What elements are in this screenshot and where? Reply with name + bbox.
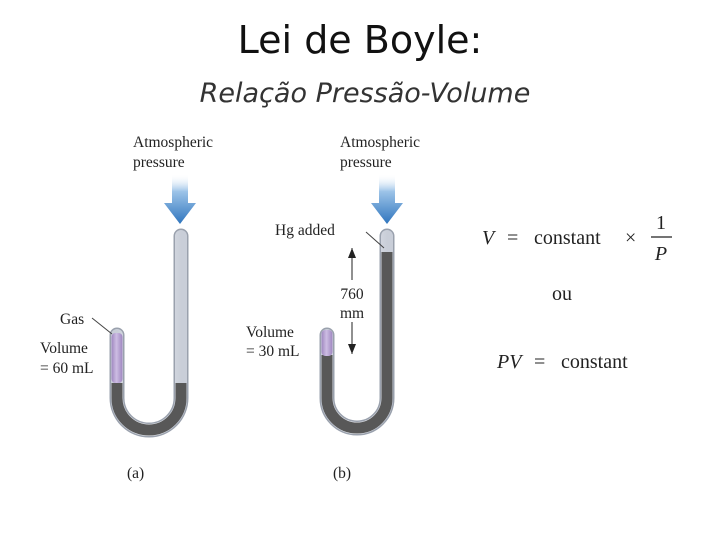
- panel-b-pressure-arrow-icon: [371, 174, 403, 224]
- panel-b-height-line2: mm: [340, 305, 364, 322]
- panel-a-atm-label-line1: Atmospheric: [133, 134, 213, 151]
- panel-a-gas-region: [111, 333, 123, 383]
- panel-b-atm-label-line2: pressure: [340, 154, 392, 171]
- eq2-lhs: PV: [496, 351, 524, 373]
- eq1-constant: constant: [534, 227, 601, 249]
- panel-b-atm-label-line1: Atmospheric: [340, 134, 420, 151]
- eq2-equals: =: [534, 351, 545, 373]
- eq1-numerator: 1: [656, 212, 666, 234]
- panel-b-mercury-column: [321, 252, 393, 434]
- panel-a-pressure-arrow-icon: [164, 174, 196, 224]
- panel-a: Atmospheric pressure Gas Volume = 60 mL …: [40, 134, 213, 482]
- panel-a-caption: (a): [127, 465, 144, 482]
- eq1-equals: =: [507, 227, 518, 249]
- panel-b-height-down-arrow-icon: [348, 344, 356, 354]
- slide-subtitle: Relação Pressão-Volume: [199, 78, 531, 109]
- equation-2: PV = constant: [496, 351, 628, 373]
- panel-b-caption: (b): [333, 465, 351, 482]
- panel-a-gas-label: Gas: [60, 311, 84, 328]
- panel-a-atm-label-line2: pressure: [133, 154, 185, 171]
- panel-b-hg-added-label: Hg added: [275, 222, 335, 239]
- equation-1: V = constant × 1 P: [482, 212, 672, 265]
- panel-b-height-up-arrow-icon: [348, 248, 356, 258]
- panel-b-volume-line2: = 30 mL: [246, 343, 300, 360]
- panel-a-mercury-column: [111, 383, 187, 436]
- eq1-denominator: P: [654, 243, 667, 265]
- panel-b-height-line1: 760: [340, 286, 364, 303]
- or-label: ou: [552, 283, 572, 305]
- panel-b-glass-tube: [319, 228, 395, 436]
- panel-a-glass-tube: [109, 228, 189, 438]
- eq1-variable-v: V: [482, 227, 497, 249]
- panel-a-volume-line2: = 60 mL: [40, 360, 94, 377]
- panel-a-volume-line1: Volume: [40, 340, 88, 357]
- panel-b-gas-region: [321, 330, 333, 356]
- panel-b-volume-line1: Volume: [246, 324, 294, 341]
- panel-b-hg-leader: [365, 231, 385, 249]
- panel-b: Atmospheric pressure Hg added 760 mm Vol…: [246, 134, 420, 482]
- slide-title: Lei de Boyle:: [237, 18, 483, 62]
- eq2-constant: constant: [561, 351, 628, 373]
- panel-a-gas-leader: [91, 317, 113, 335]
- eq1-times: ×: [625, 227, 636, 249]
